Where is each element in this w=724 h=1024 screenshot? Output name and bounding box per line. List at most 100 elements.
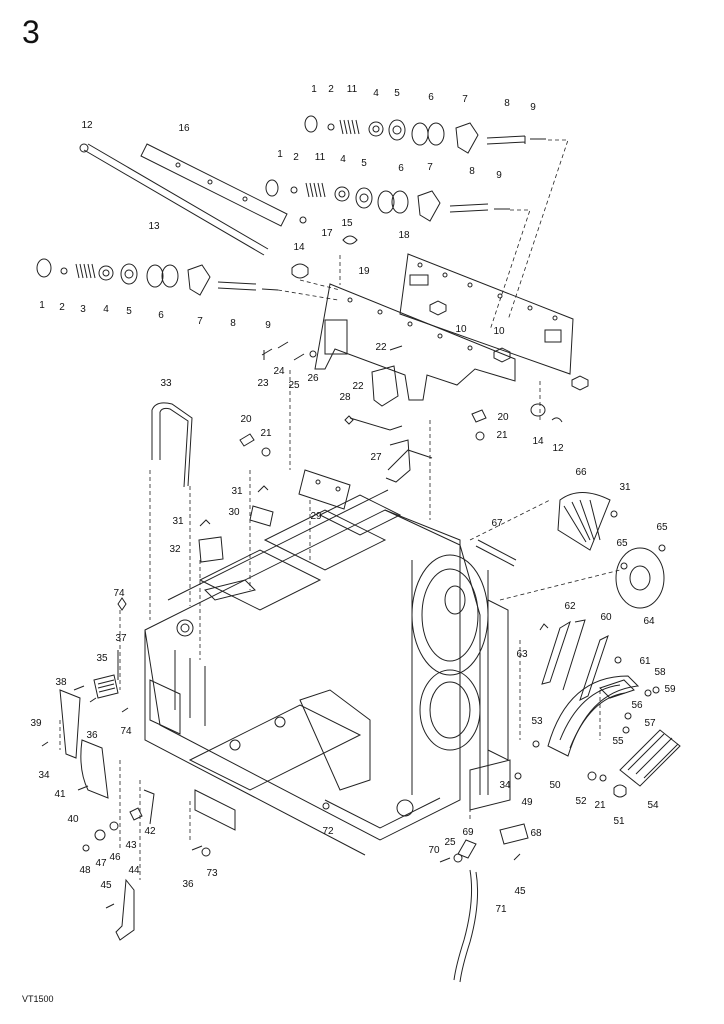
callout-43: 43 bbox=[125, 840, 137, 851]
callout-11: 11 bbox=[347, 84, 358, 95]
callout-46: 46 bbox=[109, 852, 121, 863]
callout-34: 34 bbox=[499, 780, 511, 791]
callout-74: 74 bbox=[113, 588, 125, 599]
callout-6: 6 bbox=[428, 92, 434, 103]
callout-73: 73 bbox=[206, 868, 218, 879]
callout-9: 9 bbox=[496, 170, 502, 181]
callout-10: 10 bbox=[493, 326, 505, 337]
callout-38: 38 bbox=[55, 677, 67, 688]
callout-57: 57 bbox=[644, 718, 656, 729]
gear-housing bbox=[411, 554, 511, 811]
callout-16: 16 bbox=[178, 123, 190, 134]
callout-18: 18 bbox=[398, 230, 410, 241]
callout-31: 31 bbox=[619, 482, 631, 493]
callout-8: 8 bbox=[504, 98, 510, 109]
main-housing bbox=[144, 489, 481, 856]
callout-4: 4 bbox=[373, 88, 379, 99]
callout-67: 67 bbox=[491, 518, 503, 529]
callout-2: 2 bbox=[293, 152, 299, 163]
callout-74: 74 bbox=[120, 726, 132, 737]
callout-28: 28 bbox=[339, 392, 351, 403]
callout-7: 7 bbox=[427, 162, 433, 173]
callout-49: 49 bbox=[521, 797, 533, 808]
callout-21: 21 bbox=[260, 428, 272, 439]
callout-14: 14 bbox=[293, 242, 305, 253]
callout-30: 30 bbox=[228, 507, 240, 518]
document-code: VT1500 bbox=[22, 994, 54, 1004]
callout-21: 21 bbox=[496, 430, 508, 441]
callout-52: 52 bbox=[575, 796, 587, 807]
callout-24: 24 bbox=[273, 366, 285, 377]
bracket-19 bbox=[314, 283, 516, 401]
callout-37: 37 bbox=[115, 633, 127, 644]
callout-71: 71 bbox=[495, 904, 507, 915]
callout-1: 1 bbox=[311, 84, 317, 95]
callout-8: 8 bbox=[469, 166, 475, 177]
callout-65: 65 bbox=[616, 538, 628, 549]
callout-39: 39 bbox=[30, 718, 42, 729]
callout-5: 5 bbox=[126, 306, 132, 317]
callout-45: 45 bbox=[100, 880, 112, 891]
callout-50: 50 bbox=[549, 780, 561, 791]
callout-29: 29 bbox=[310, 511, 322, 522]
callout-62: 62 bbox=[564, 601, 576, 612]
callout-9: 9 bbox=[265, 320, 271, 331]
callout-51: 51 bbox=[613, 816, 625, 827]
callout-5: 5 bbox=[394, 88, 400, 99]
callout-56: 56 bbox=[631, 700, 643, 711]
bracket-18 bbox=[399, 253, 574, 375]
callout-1: 1 bbox=[277, 149, 283, 160]
callout-23: 23 bbox=[257, 378, 269, 389]
callout-4: 4 bbox=[340, 154, 346, 165]
callout-60: 60 bbox=[600, 612, 612, 623]
callout-31: 31 bbox=[172, 516, 184, 527]
callout-35: 35 bbox=[96, 653, 108, 664]
callout-11: 11 bbox=[315, 152, 326, 163]
callout-7: 7 bbox=[197, 316, 203, 327]
callout-59: 59 bbox=[664, 684, 676, 695]
callout-9: 9 bbox=[530, 102, 536, 113]
callout-26: 26 bbox=[307, 373, 319, 384]
callout-42: 42 bbox=[144, 826, 156, 837]
callout-40: 40 bbox=[67, 814, 79, 825]
callout-13: 13 bbox=[148, 221, 160, 232]
callout-55: 55 bbox=[612, 736, 624, 747]
callout-25: 25 bbox=[444, 837, 456, 848]
callout-45: 45 bbox=[514, 886, 526, 897]
callout-21: 21 bbox=[594, 800, 606, 811]
callout-33: 33 bbox=[160, 378, 172, 389]
callout-65: 65 bbox=[656, 522, 668, 533]
callout-22: 22 bbox=[352, 381, 364, 392]
callout-69: 69 bbox=[462, 827, 474, 838]
callout-68: 68 bbox=[530, 828, 542, 839]
callout-66: 66 bbox=[575, 467, 587, 478]
callout-48: 48 bbox=[79, 865, 91, 876]
callout-19: 19 bbox=[358, 266, 370, 277]
callout-4: 4 bbox=[103, 304, 109, 315]
shaft-assembly-middle bbox=[265, 179, 510, 222]
callout-20: 20 bbox=[240, 414, 252, 425]
plate-16 bbox=[140, 143, 288, 227]
callout-36: 36 bbox=[86, 730, 98, 741]
callout-53: 53 bbox=[531, 716, 543, 727]
callout-34: 34 bbox=[38, 770, 50, 781]
callout-1: 1 bbox=[39, 300, 45, 311]
callout-14: 14 bbox=[532, 436, 544, 447]
long-rod bbox=[79, 143, 269, 256]
callout-3: 3 bbox=[80, 304, 86, 315]
callout-25: 25 bbox=[288, 380, 300, 391]
callout-22: 22 bbox=[375, 342, 387, 353]
callout-44: 44 bbox=[128, 865, 140, 876]
callout-7: 7 bbox=[462, 94, 468, 105]
callout-6: 6 bbox=[398, 163, 404, 174]
page-number: 3 bbox=[22, 14, 40, 50]
callout-70: 70 bbox=[428, 845, 440, 856]
callout-31: 31 bbox=[231, 486, 243, 497]
callout-32: 32 bbox=[169, 544, 181, 555]
callout-64: 64 bbox=[643, 616, 655, 627]
callout-2: 2 bbox=[328, 84, 334, 95]
callout-12: 12 bbox=[552, 443, 564, 454]
callout-36: 36 bbox=[182, 879, 194, 890]
